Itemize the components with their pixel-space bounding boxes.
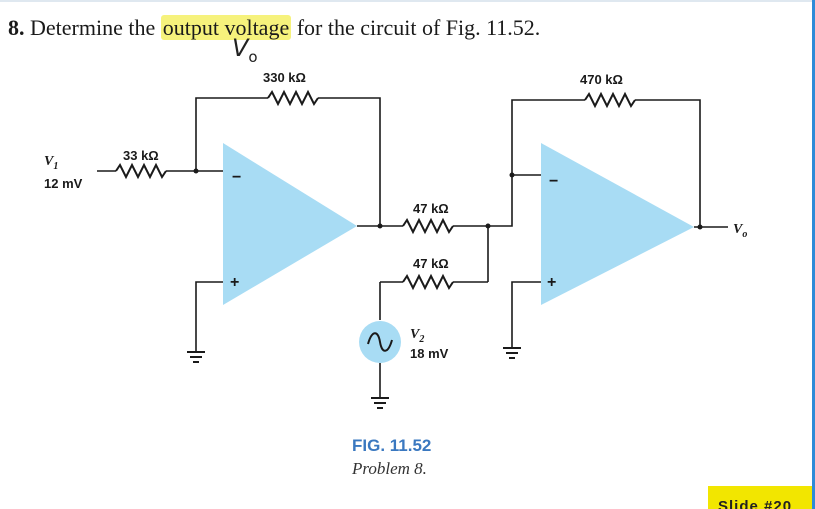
ground-symbol-3 [503, 347, 521, 359]
figure-title: FIG. 11.52 [352, 436, 432, 455]
label-v2-value: 18 mV [410, 346, 449, 361]
label-v1: V1 [44, 154, 58, 172]
noninv-wire-1 [195, 281, 223, 348]
note-subscript: o [248, 47, 258, 66]
label-470k: 470 kΩ [580, 72, 623, 87]
opamp1-plus-sign: + [230, 274, 239, 291]
resistor-470k [584, 91, 636, 109]
top-border [0, 0, 815, 2]
label-33k: 33 kΩ [123, 148, 159, 163]
opamp-2 [541, 143, 694, 305]
highlighted-phrase: output voltage [160, 15, 292, 40]
slide-number-text: Slide #20 [718, 498, 793, 509]
problem-number: 8. [8, 15, 25, 40]
resistor-47k-bottom [402, 273, 454, 291]
ac-source-v2 [359, 321, 401, 363]
label-47k-top: 47 kΩ [413, 201, 449, 216]
feedback-wire-2-left [511, 99, 585, 175]
question-text-start: Determine the [30, 15, 156, 40]
resistor-47k-top [402, 217, 454, 235]
ground-symbol-2 [371, 397, 389, 409]
figure-caption: Problem 8. [352, 459, 427, 478]
node-dot-1 [193, 168, 199, 174]
opamp-1 [223, 143, 357, 305]
handwritten-vo-note: Vo [232, 34, 258, 66]
label-v2: V2 [410, 327, 424, 345]
slide-number-badge: Slide #20 [708, 486, 812, 509]
right-edge-bar [812, 0, 815, 509]
ground-symbol-1 [187, 348, 205, 363]
question-text-end: for the circuit of Fig. 11.52. [296, 15, 541, 40]
noninv-wire-2 [511, 281, 541, 348]
node-dot-out1 [377, 223, 383, 229]
inverting-input-wire-2 [488, 174, 541, 227]
label-47k-bottom: 47 kΩ [413, 256, 449, 271]
note-letter: V [232, 34, 249, 62]
feedback-wire-2-right [635, 99, 701, 227]
feedback-wire-1-right [318, 97, 381, 226]
feedback-wire-1-left [195, 97, 268, 171]
resistor-330k [267, 89, 319, 107]
label-vo: Vo [733, 222, 747, 240]
node-dot-out2 [697, 224, 703, 230]
opamp2-plus-sign: + [547, 274, 556, 291]
label-330k: 330 kΩ [263, 70, 306, 85]
resistor-33k [115, 162, 167, 180]
opamp1-minus-sign: − [232, 169, 241, 186]
problem-statement: 8. Determine the output voltage for the … [8, 15, 540, 41]
opamp2-minus-sign: − [549, 173, 558, 190]
label-v1-value: 12 mV [44, 176, 83, 191]
